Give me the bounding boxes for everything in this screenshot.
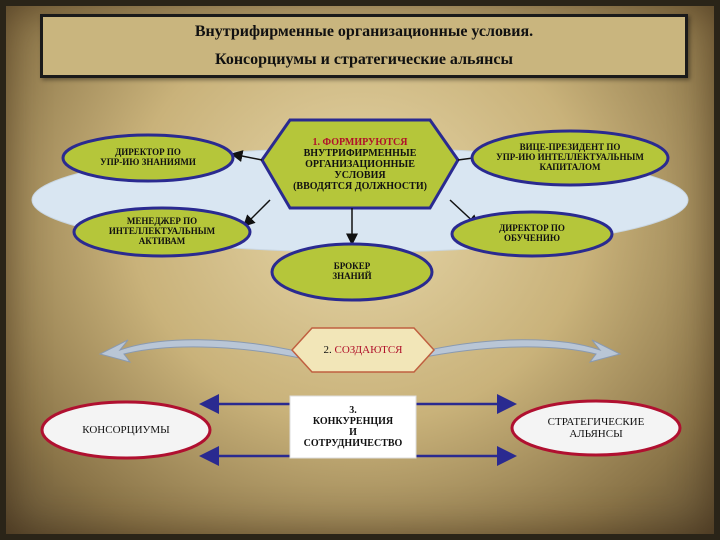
vp-capital-line-1: ВИЦЕ-ПРЕЗИДЕНТ ПО xyxy=(519,142,621,153)
step2-label: 2. СОЗДАЮТСЯ xyxy=(292,328,434,372)
vp-capital-ellipse xyxy=(470,129,670,187)
manager-assets-line-1: МЕНЕДЖЕР ПО xyxy=(126,216,198,227)
center-line-4: УСЛОВИЯ xyxy=(334,169,386,181)
consortia-ellipse xyxy=(40,400,212,460)
step3-line-3: И xyxy=(349,427,357,438)
slide-title: Внутрифирменные организационные условия.… xyxy=(40,14,688,78)
step3-label: 3. КОНКУРЕНЦИЯ И СОТРУДНИЧЕСТВО xyxy=(290,396,416,458)
node-director-knowledge: ДИРЕКТОР ПО УПР-ИЮ ЗНАНИЯМИ xyxy=(63,135,233,181)
step2-text: СОЗДАЮТСЯ xyxy=(334,343,403,356)
knowledge-broker-ellipse xyxy=(270,242,434,302)
director-training-line-1: ДИРЕКТОР ПО xyxy=(499,223,565,234)
arrow-to-director-knowledge xyxy=(230,150,263,162)
step2-hexagon xyxy=(290,327,436,373)
step2-prefix: 2. xyxy=(323,343,335,356)
arrow-to-manager-assets xyxy=(242,199,271,228)
director-knowledge-ellipse xyxy=(61,133,235,183)
left-swoosh-arrow xyxy=(98,339,301,363)
director-knowledge-line-1: ДИРЕКТОР ПО xyxy=(115,147,181,158)
step3-line-2: КОНКУРЕНЦИЯ xyxy=(312,416,394,427)
manager-assets-line-3: АКТИВАМ xyxy=(138,235,186,246)
alliances-line-2: АЛЬЯНСЫ xyxy=(569,428,623,440)
vp-capital-line-3: КАПИТАЛОМ xyxy=(539,161,601,172)
node-director-training: ДИРЕКТОР ПО ОБУЧЕНИЮ xyxy=(452,212,612,256)
knowledge-broker-line-2: ЗНАНИЙ xyxy=(332,271,372,281)
center-line-5: (ВВОДЯТСЯ ДОЛЖНОСТИ) xyxy=(293,180,427,192)
step3-line-4: СОТРУДНИЧЕСТВО xyxy=(303,438,403,449)
vp-capital-line-2: УПР-ИЮ ИНТЕЛЛЕКТУАЛЬНЫМ xyxy=(496,152,644,163)
step3-box xyxy=(289,395,417,459)
consortia-text: КОНСОРЦИУМЫ xyxy=(82,423,170,436)
right-swoosh-arrow xyxy=(419,339,622,363)
node-knowledge-broker: БРОКЕР ЗНАНИЙ xyxy=(272,244,432,300)
director-knowledge-line-2: УПР-ИЮ ЗНАНИЯМИ xyxy=(100,157,196,167)
manager-assets-ellipse xyxy=(72,206,252,258)
alliances-line-1: СТРАТЕГИЧЕСКИЕ xyxy=(547,415,645,428)
center-node-label: 1. ФОРМИРУЮТСЯ ВНУТРИФИРМЕННЫЕ ОРГАНИЗАЦ… xyxy=(262,120,458,208)
node-manager-assets: МЕНЕДЖЕР ПО ИНТЕЛЛЕКТУАЛЬНЫМ АКТИВАМ xyxy=(74,208,250,256)
title-line-1: Внутрифирменные организационные условия. xyxy=(194,23,534,40)
step3-line-1: 3. xyxy=(349,405,357,416)
manager-assets-line-2: ИНТЕЛЛЕКТУАЛЬНЫМ xyxy=(108,226,216,237)
knowledge-broker-line-1: БРОКЕР xyxy=(333,261,371,272)
center-line-1: 1. ФОРМИРУЮТСЯ xyxy=(312,136,408,148)
center-line-3: ОРГАНИЗАЦИОННЫЕ xyxy=(305,158,415,170)
director-training-line-2: ОБУЧЕНИЮ xyxy=(504,233,560,243)
consortia-label: КОНСОРЦИУМЫ xyxy=(42,402,210,458)
title-line-2: Консорциумы и стратегические альянсы xyxy=(215,51,513,68)
alliances-label: СТРАТЕГИЧЕСКИЕ АЛЬЯНСЫ xyxy=(512,401,680,455)
director-training-ellipse xyxy=(450,210,614,258)
center-line-2: ВНУТРИФИРМЕННЫЕ xyxy=(303,147,417,159)
alliances-ellipse xyxy=(510,399,682,457)
node-vp-capital: ВИЦЕ-ПРЕЗИДЕНТ ПО УПР-ИЮ ИНТЕЛЛЕКТУАЛЬНЫ… xyxy=(472,131,668,185)
